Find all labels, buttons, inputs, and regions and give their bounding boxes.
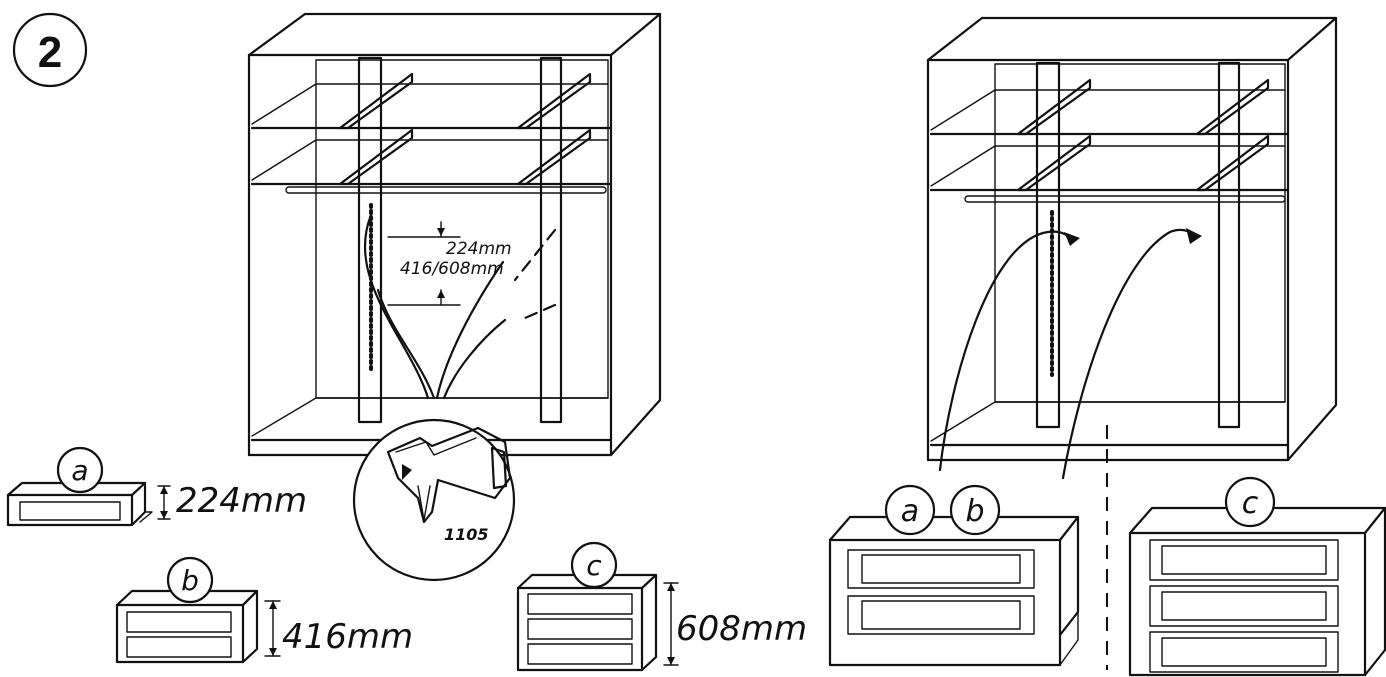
clip-icon: [386, 426, 512, 524]
label-spacing-secondary: 416/608mm: [400, 259, 504, 279]
label-height-b: 416mm: [282, 617, 413, 657]
step-number: 2: [38, 28, 62, 77]
drawer-unit-a: a 224mm: [6, 446, 307, 527]
letter-b-right: b: [965, 494, 984, 529]
letter-b-left: b: [181, 564, 199, 597]
letter-c-right: c: [1242, 486, 1259, 521]
letter-a-left: a: [71, 454, 88, 487]
wardrobe-left: 224mm 416/608mm: [247, 12, 662, 457]
clip-detail: 1105: [352, 418, 516, 582]
part-code: 1105: [444, 525, 489, 544]
drawer-unit-ab-right: a b: [828, 484, 1080, 667]
step-badge: 2: [12, 12, 88, 88]
drawer-unit-c: c 608mm: [516, 541, 807, 672]
wardrobe-right: [926, 16, 1338, 670]
drawer-unit-c-right: c: [1128, 476, 1386, 677]
label-height-c: 608mm: [676, 609, 807, 649]
label-spacing-primary: 224mm: [446, 239, 512, 259]
drawer-unit-b: b 416mm: [115, 556, 413, 664]
letter-a-right: a: [901, 494, 919, 529]
letter-c-left: c: [586, 549, 602, 582]
label-height-a: 224mm: [176, 481, 307, 521]
